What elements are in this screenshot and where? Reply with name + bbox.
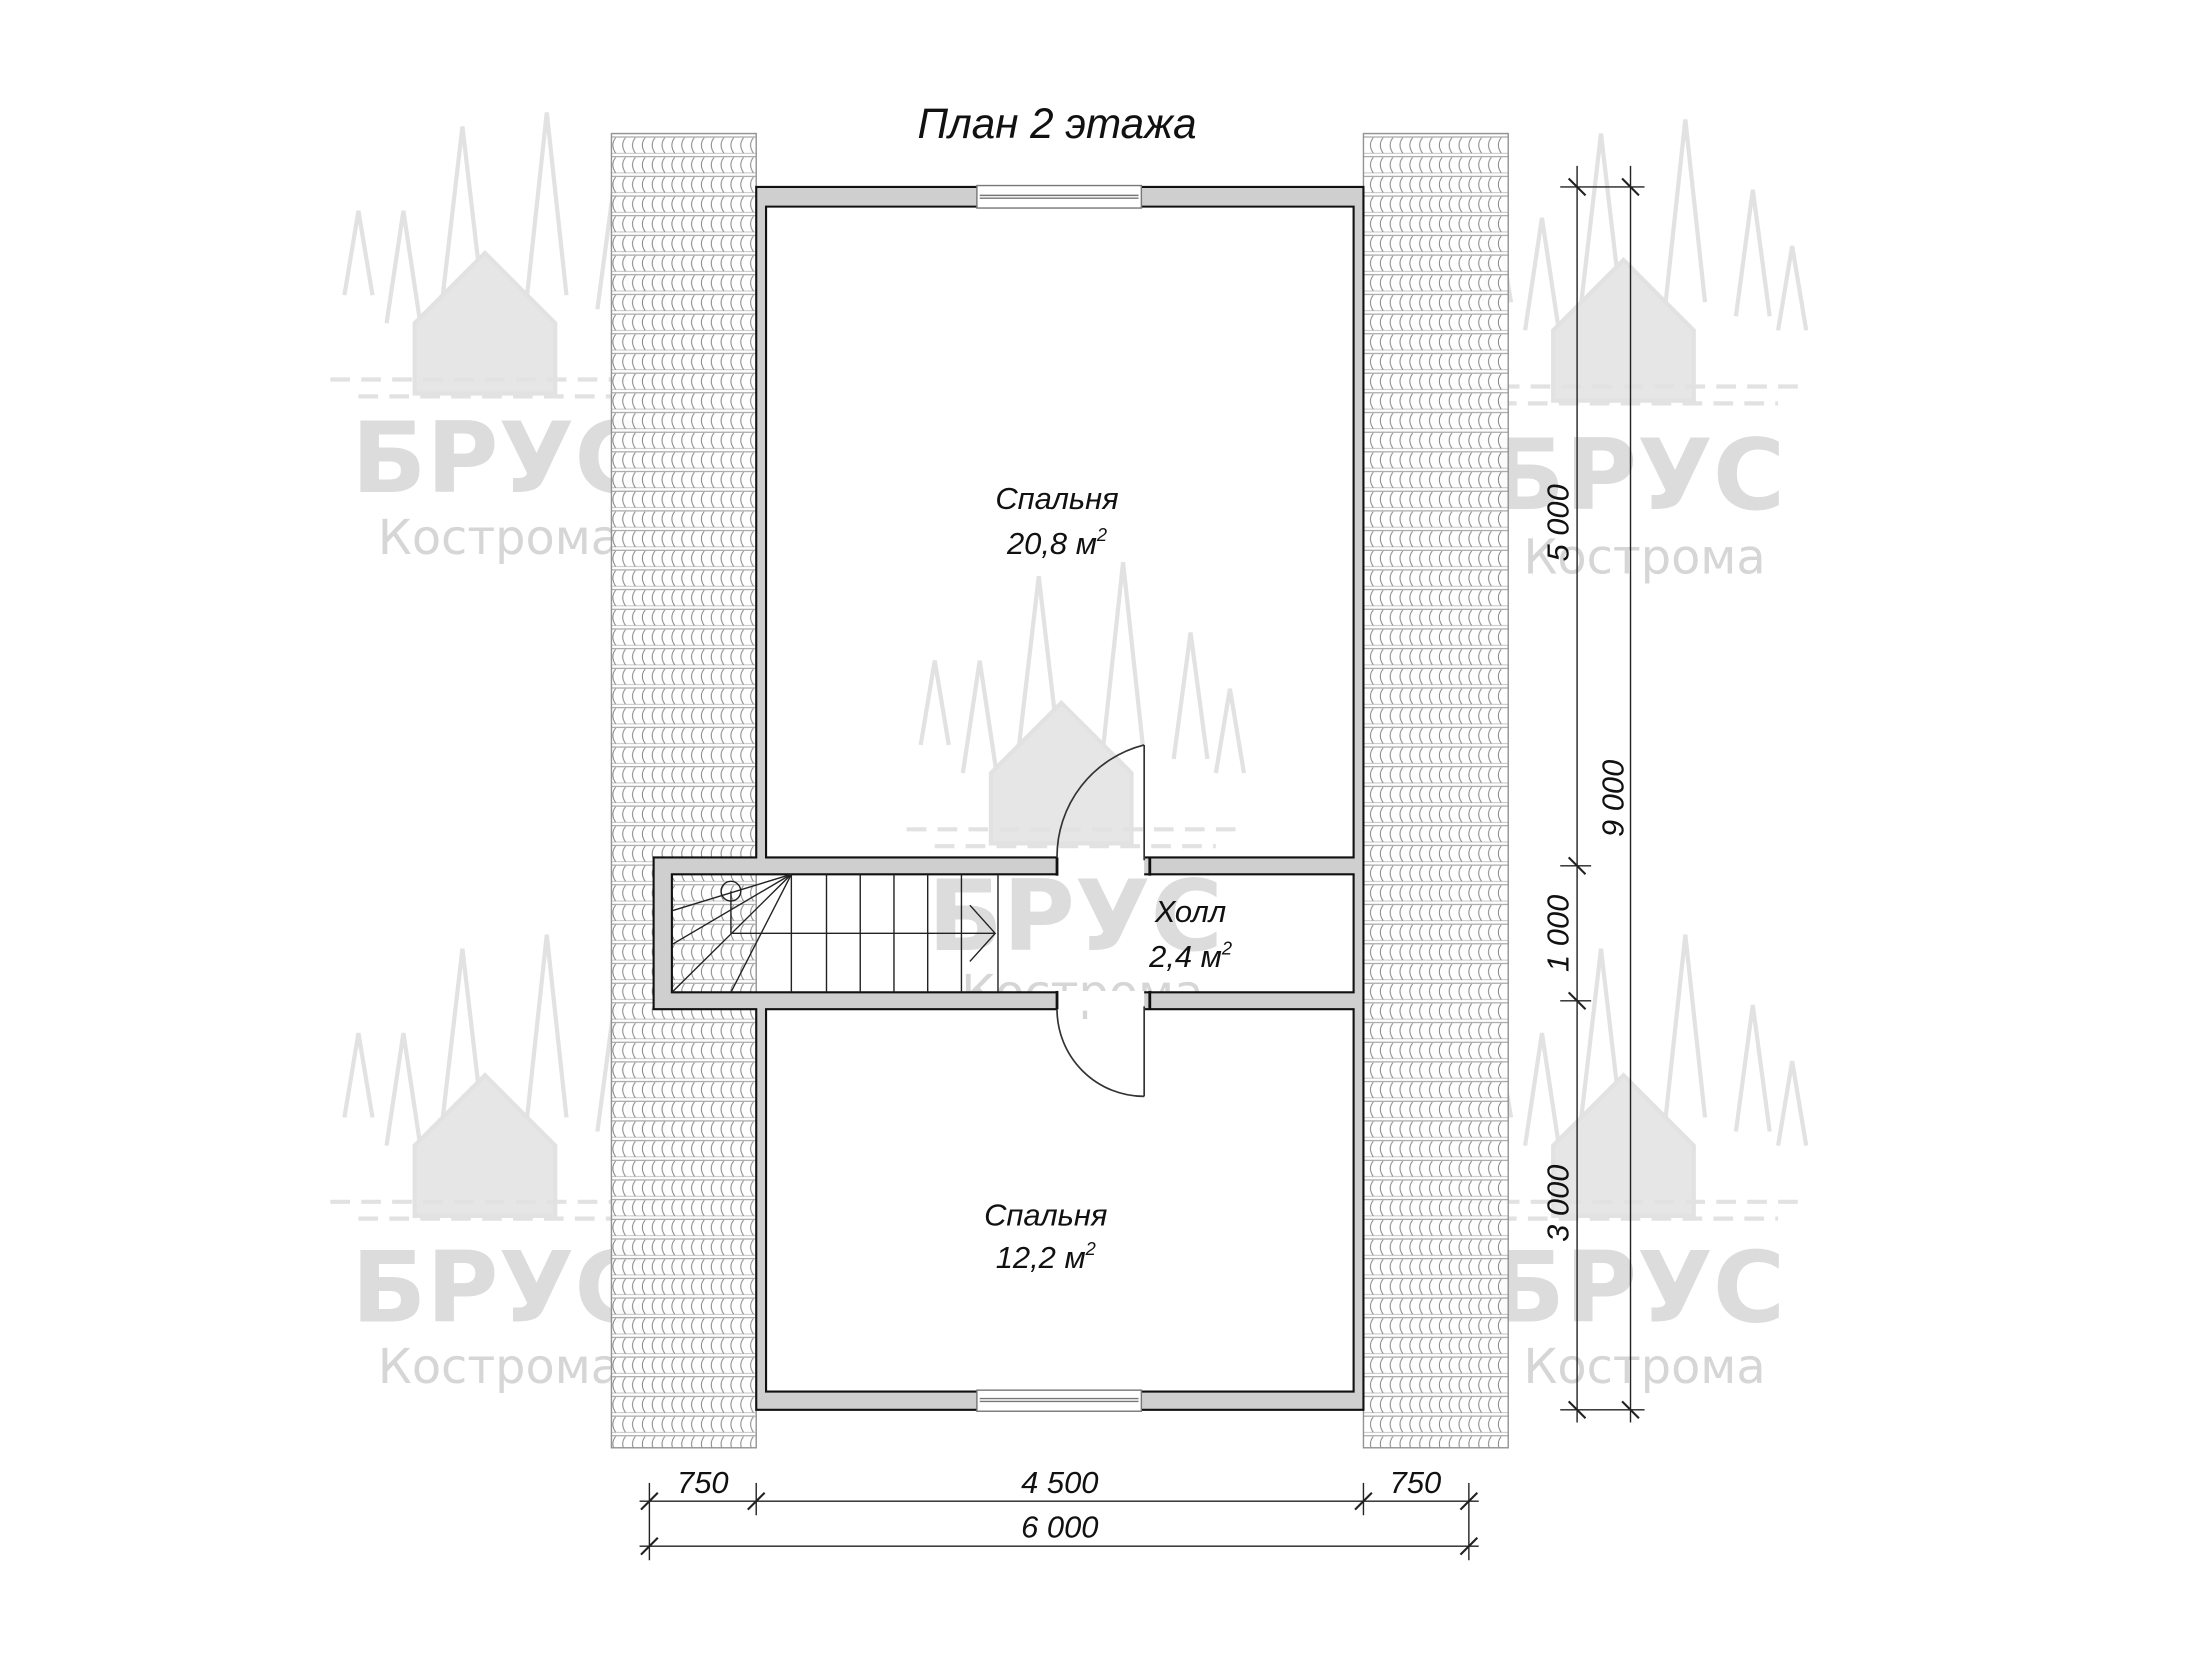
door-lower: [1056, 1006, 1146, 1098]
watermark: [1469, 935, 1806, 1219]
dim-height-hall: 1 000: [1541, 895, 1576, 972]
staircase: [671, 873, 999, 993]
watermark-city: Кострома: [378, 1340, 620, 1395]
dim-width-total: 6 000: [1021, 1510, 1098, 1545]
dim-width-inner: 4 500: [1021, 1465, 1098, 1500]
doors: [1055, 744, 1152, 1098]
room-name-bedroom-1: Спальня: [995, 481, 1118, 516]
watermark-city: Кострома: [1523, 1340, 1765, 1395]
walls: [652, 185, 1365, 1411]
dim-overhang-right: 750: [1390, 1465, 1442, 1500]
dimension-lines-right: [1560, 165, 1645, 1423]
watermark-city: Кострома: [1523, 530, 1765, 585]
watermark-brand: БРУС: [351, 402, 646, 516]
room-name-bedroom-2: Спальня: [984, 1198, 1107, 1233]
watermark-city: Кострома: [378, 511, 620, 566]
dim-overhang-left: 750: [677, 1465, 729, 1500]
dimension-lines-bottom: [639, 1482, 1479, 1561]
window-top: [976, 184, 1143, 209]
watermark-brand: БРУС: [1490, 1231, 1785, 1345]
watermark-brand: БРУС: [351, 1231, 646, 1345]
watermark-brand: БРУС: [1490, 419, 1785, 533]
plan-title: План 2 этажа: [917, 100, 1196, 147]
watermark: [1469, 119, 1806, 403]
room-area-bedroom-2: 12,2 м2: [996, 1238, 1096, 1275]
dim-height-bedroom-2: 3 000: [1541, 1165, 1576, 1242]
room-area-hall: 2,4 м2: [1148, 937, 1232, 974]
dim-height-bedroom-1: 5 000: [1541, 484, 1576, 561]
roof-overhang-right: [1362, 132, 1509, 1449]
door-upper: [1056, 744, 1146, 861]
roof-overhang-left: [610, 132, 757, 1449]
watermark: [907, 562, 1244, 846]
watermark-brand: БРУС: [928, 860, 1223, 974]
windows: [976, 184, 1143, 1412]
dim-height-total: 9 000: [1595, 760, 1630, 837]
room-area-bedroom-1: 20,8 м2: [1006, 524, 1107, 561]
room-name-hall: Холл: [1154, 894, 1226, 929]
